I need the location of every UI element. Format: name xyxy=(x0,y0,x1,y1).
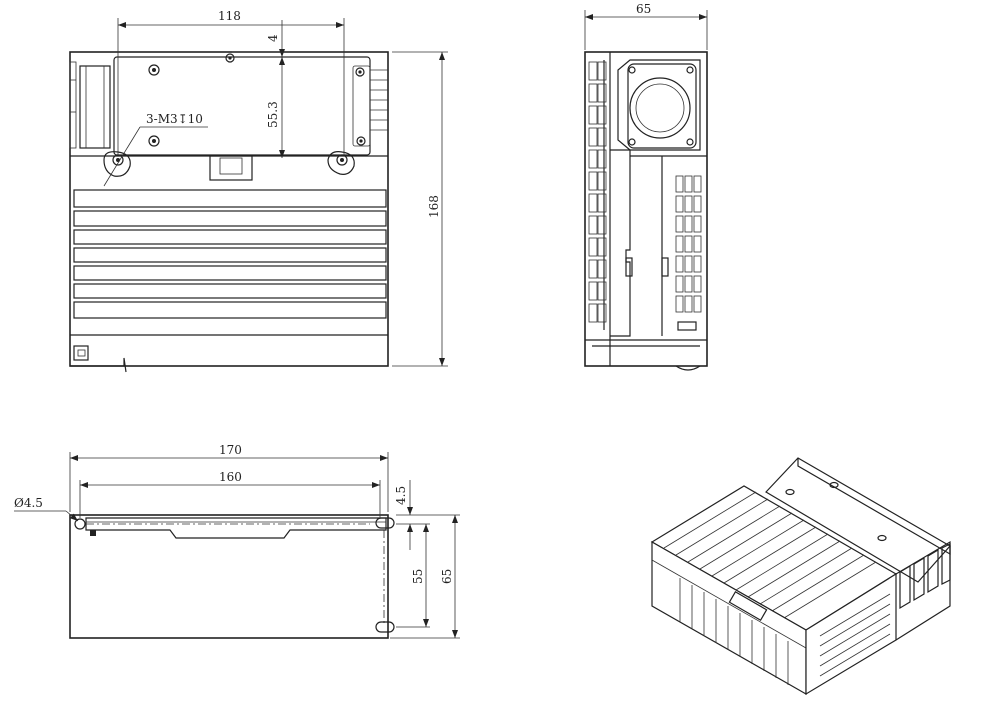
isometric-view xyxy=(650,457,951,696)
dim-width-118: 118 xyxy=(218,9,241,23)
side-view: 65 xyxy=(584,2,708,371)
dim-height-55-3: 55.3 xyxy=(266,101,280,128)
cooling-fan-icon xyxy=(617,59,701,151)
bottom-view: 170 160 4.5 55 65 Ø4.5 xyxy=(14,443,460,639)
dim-width-160: 160 xyxy=(219,470,242,484)
iso-fins xyxy=(663,491,877,619)
heatsink-fins xyxy=(73,189,387,319)
front-view: 118 4 55.3 3-M3↧10 168 xyxy=(69,9,448,373)
dim-pitch-55: 55 xyxy=(411,569,425,584)
side-vents-left xyxy=(588,61,607,323)
mounting-hole-icon xyxy=(148,53,366,147)
hole-callout: 3-M3↧10 xyxy=(146,112,203,126)
dim-width-170: 170 xyxy=(219,443,242,457)
mounting-hole-icon xyxy=(74,517,395,633)
dim-height-168: 168 xyxy=(427,195,441,218)
dim-offset-4: 4 xyxy=(266,34,280,42)
dim-depth-65: 65 xyxy=(636,2,651,16)
dim-hole-diameter: Ø4.5 xyxy=(14,496,43,510)
dim-depth-65-bottom: 65 xyxy=(440,569,454,584)
side-vents-right xyxy=(675,175,702,313)
dim-offset-4-5: 4.5 xyxy=(394,486,408,505)
